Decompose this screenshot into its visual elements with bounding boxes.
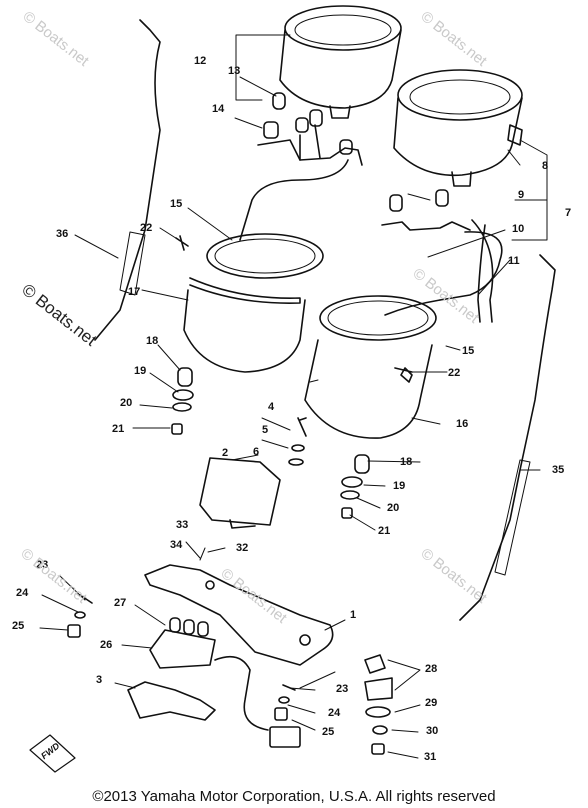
callout-15a: 15 (170, 198, 183, 210)
bulb-sockets-14 (257, 109, 363, 166)
callout-35: 35 (552, 464, 565, 476)
callout-10: 10 (512, 223, 525, 235)
callout-27: 27 (114, 597, 127, 609)
meter-cover (199, 457, 281, 529)
meter-bracket (144, 564, 334, 666)
callout-14: 14 (212, 103, 225, 115)
callout-20a: 20 (120, 397, 133, 409)
meter-case-left (183, 159, 349, 373)
parts-diagram (29, 5, 556, 773)
callout-18b: 18 (400, 456, 413, 468)
callout-29: 29 (425, 697, 438, 709)
callout-36: 36 (56, 228, 69, 240)
callout-13: 13 (228, 65, 241, 77)
callout-19a: 19 (134, 365, 147, 377)
callout-7: 7 (565, 207, 572, 219)
tachometer (393, 69, 523, 187)
callout-1: 1 (350, 609, 357, 621)
callout-15b: 15 (462, 345, 475, 357)
callout-26: 26 (100, 639, 113, 651)
callout-25b: 25 (322, 726, 335, 738)
callout-18a: 18 (146, 335, 159, 347)
callout-22b: 22 (448, 367, 461, 379)
callout-19b: 19 (393, 480, 406, 492)
callout-30: 30 (426, 725, 439, 737)
copyright-footer: ©2013 Yamaha Motor Corporation, U.S.A. A… (92, 788, 496, 805)
speedometer (279, 5, 402, 119)
callout-20b: 20 (387, 502, 400, 514)
callout-5: 5 (262, 424, 269, 436)
callout-32: 32 (236, 542, 249, 554)
callout-23a: 23 (36, 559, 49, 571)
callout-9: 9 (518, 189, 525, 201)
speedometer-cable (94, 19, 161, 341)
tachometer-cable (459, 254, 556, 621)
callout-3: 3 (96, 674, 103, 686)
callout-2: 2 (222, 447, 229, 459)
callout-6: 6 (253, 446, 260, 458)
callout-24b: 24 (328, 707, 341, 719)
lower-bracket (127, 681, 216, 721)
meter-case-right (304, 295, 441, 439)
callout-28: 28 (425, 663, 438, 675)
callout-16: 16 (456, 418, 469, 430)
indicator-light-assembly (149, 617, 301, 748)
callout-31: 31 (424, 751, 437, 763)
callout-21a: 21 (112, 423, 125, 435)
callout-21b: 21 (378, 525, 391, 537)
forward-arrow (29, 734, 76, 773)
callout-17: 17 (128, 286, 141, 298)
callout-25a: 25 (12, 620, 25, 632)
callout-22a: 22 (140, 222, 153, 234)
callout-24a: 24 (16, 587, 29, 599)
callout-4: 4 (268, 401, 275, 413)
callout-8: 8 (542, 160, 549, 172)
callout-34: 34 (170, 539, 183, 551)
callout-23b: 23 (336, 683, 349, 695)
callout-33: 33 (176, 519, 189, 531)
callout-11: 11 (508, 255, 520, 267)
callout-12: 12 (194, 55, 207, 67)
